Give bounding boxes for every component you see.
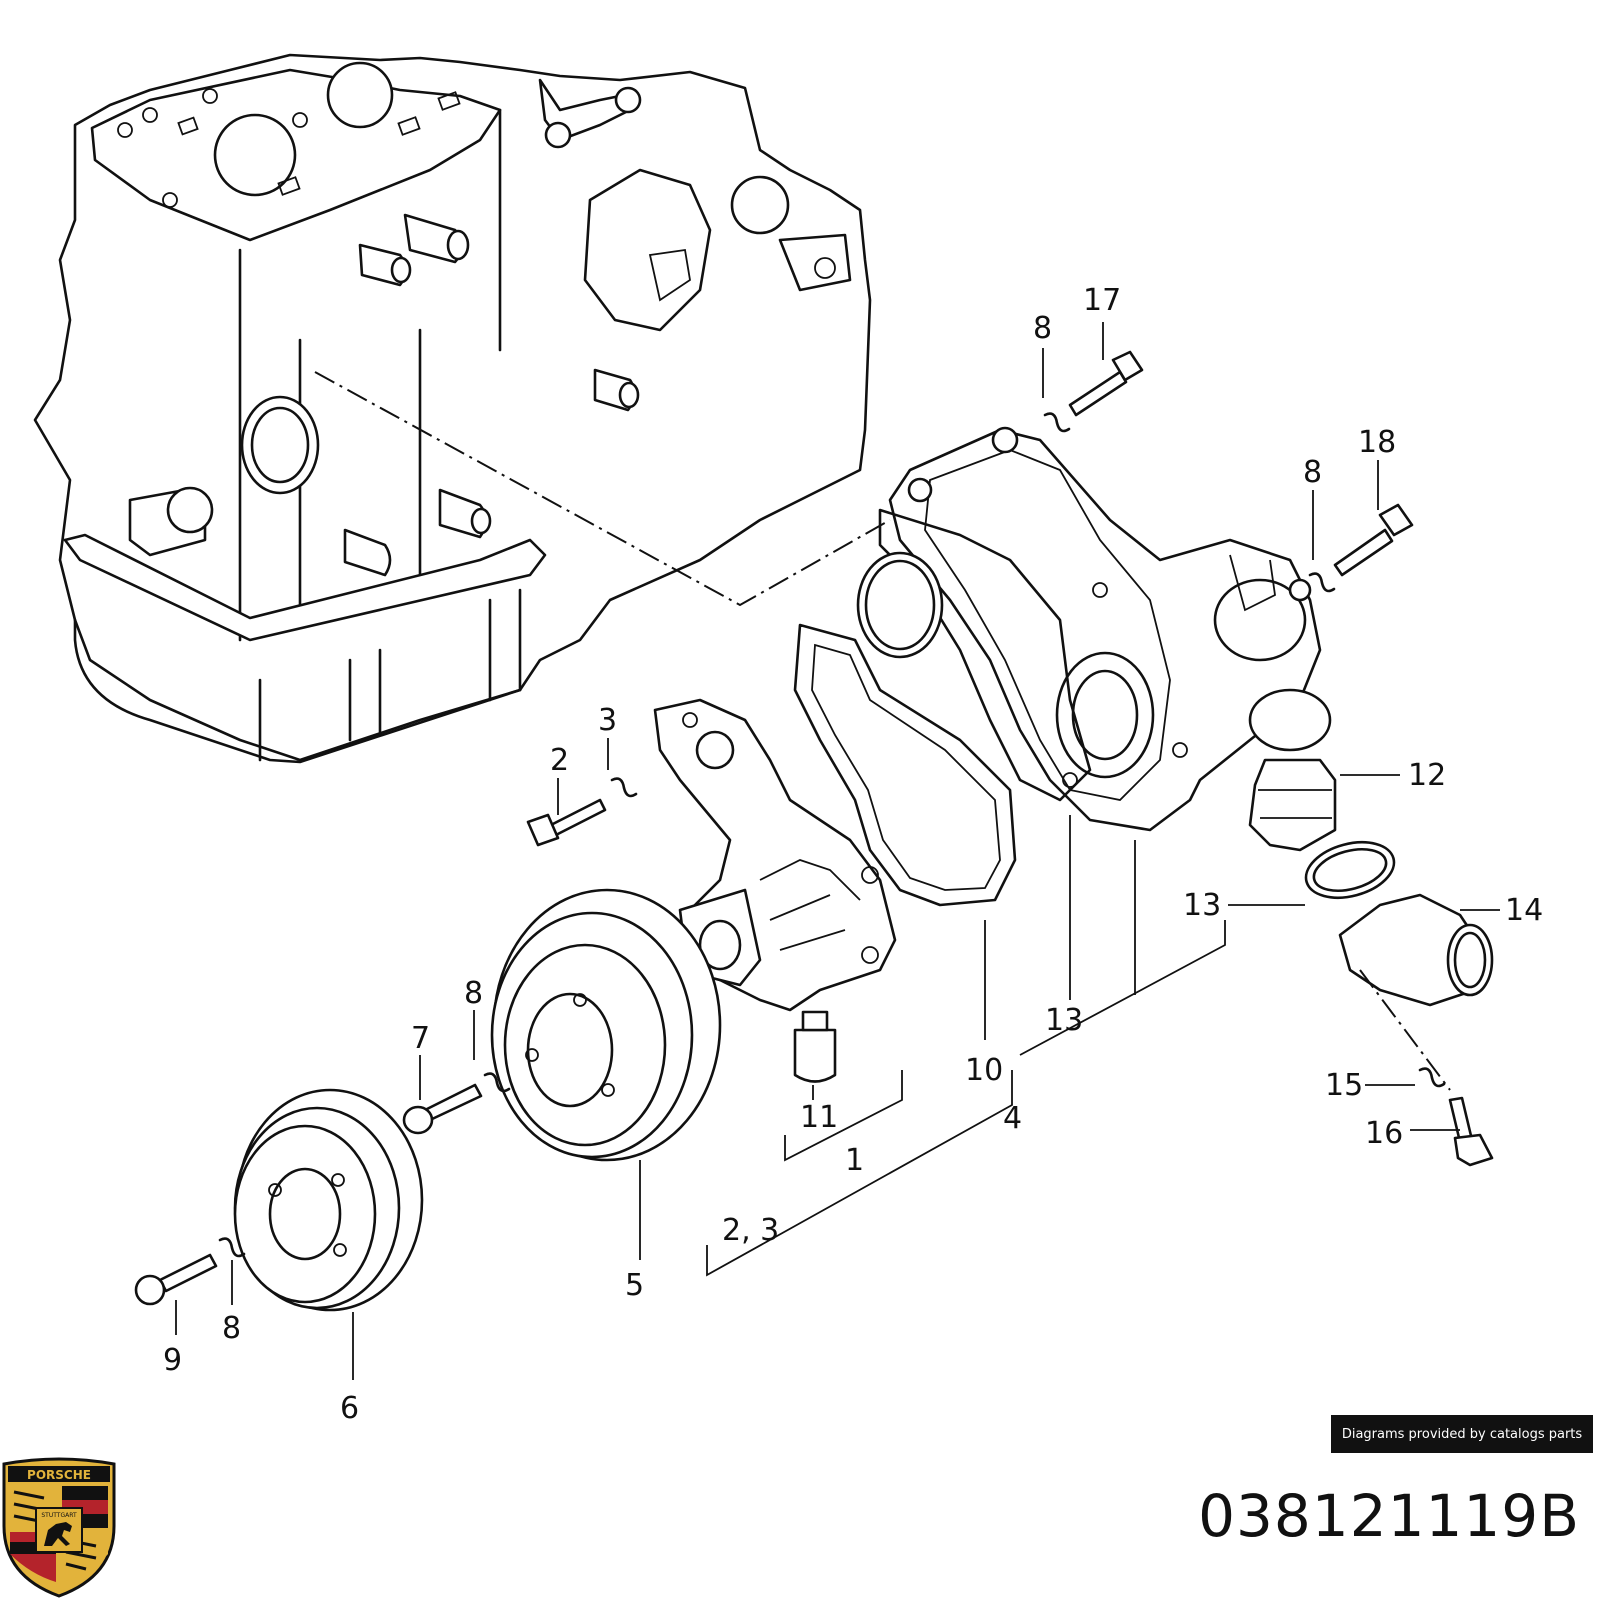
callout-17: 17 [1083,283,1121,318]
credit-text: Diagrams provided by catalogs parts [1341,1426,1583,1442]
callout-2: 2 [550,743,569,778]
callout-7: 7 [411,1021,430,1056]
callout-13: 13 [1045,1003,1083,1038]
callout-6: 6 [340,1391,359,1426]
thermostat-drawing [1248,758,1337,852]
bolt-7-drawing [402,1083,483,1135]
pump-gasket-drawing [793,623,1017,907]
pump-plug-drawing [793,1010,837,1083]
callout-13: 13 [1183,888,1221,923]
callout-10: 10 [965,1053,1003,1088]
callout-8: 8 [1303,455,1322,490]
callout-1: 1 [845,1143,864,1178]
thermostat-seal-drawing [1304,841,1396,899]
callout-3: 3 [598,703,617,738]
bolt-2-drawing [526,798,607,847]
bolt-17-drawing [1068,350,1144,417]
callout-15: 15 [1325,1068,1363,1103]
part-number: 038121119B [1198,1482,1580,1550]
credit-banner: Diagrams provided by catalogs parts [1331,1415,1593,1453]
coolant-housing-drawing [888,426,1332,832]
callout-11: 11 [800,1100,838,1135]
callout-18: 18 [1358,425,1396,460]
callout-5: 5 [625,1268,644,1303]
pulley-large-drawing [490,888,722,1162]
leader-lines [175,322,1500,1380]
bolt-16-drawing [1448,1096,1494,1167]
callout-8: 8 [464,976,483,1011]
engine-block-drawing [33,53,872,764]
svg-text:STUTTGART: STUTTGART [41,1512,77,1519]
callout-2-3: 2, 3 [722,1213,779,1248]
bolt-18-drawing [1333,503,1414,577]
callout-16: 16 [1365,1116,1403,1151]
thermostat-cover-drawing [1338,893,1494,1007]
callout-8: 8 [1033,311,1052,346]
assembly-axis-line [314,371,891,607]
callout-14: 14 [1505,893,1543,928]
callout-4: 4 [1003,1101,1022,1136]
callout-labels: 17 8 18 8 3 2 12 13 14 8 7 13 10 11 4 15… [163,283,1543,1426]
svg-text:PORSCHE: PORSCHE [27,1468,91,1482]
callout-9: 9 [163,1343,182,1378]
porsche-crest-logo: PORSCHE STUTTGART [2,1457,116,1598]
round-gasket-drawing [856,551,944,659]
callout-8: 8 [222,1311,241,1346]
washer-drawings [218,412,1446,1258]
callout-12: 12 [1408,758,1446,793]
bolt-9-drawing [134,1253,218,1306]
pulley-small-drawing [233,1088,424,1312]
